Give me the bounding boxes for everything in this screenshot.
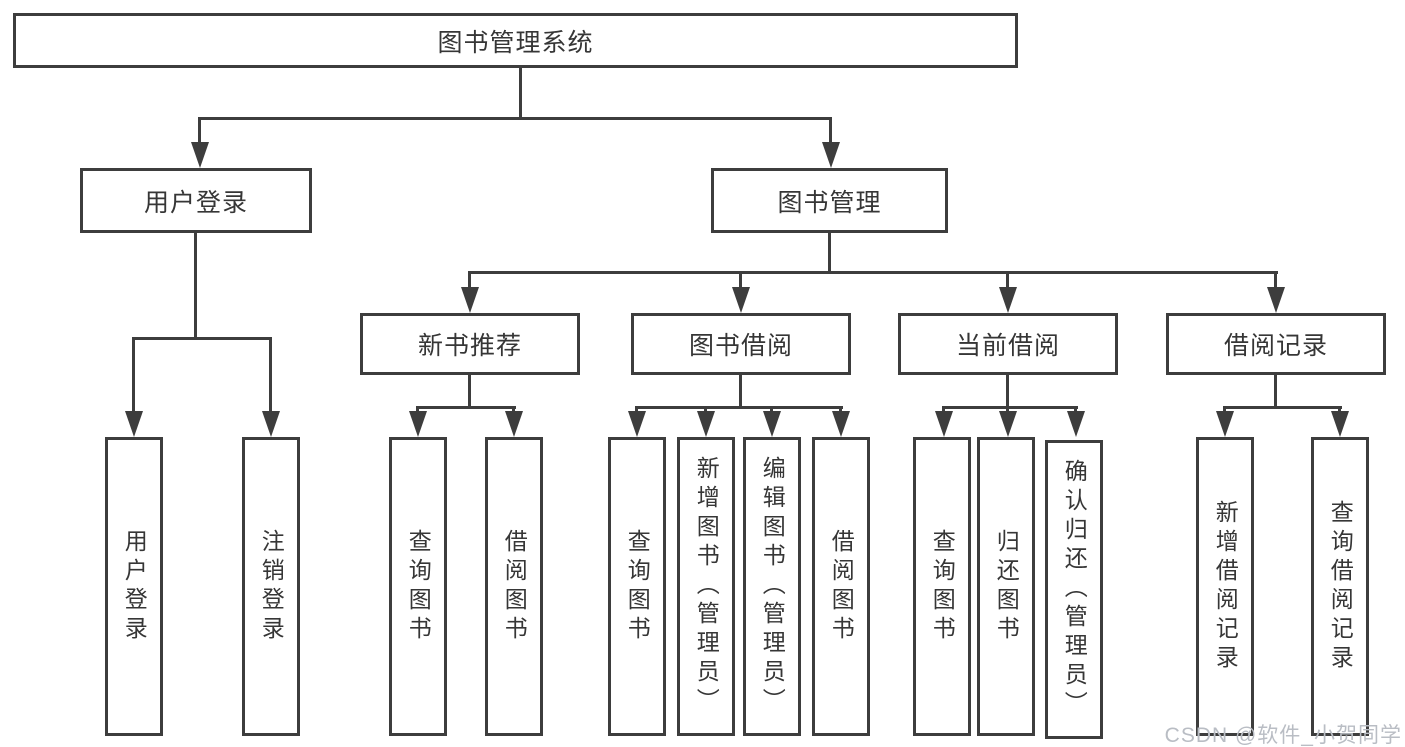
connector-user-login-stem: [194, 233, 197, 340]
connector-arrow-stem: [739, 271, 742, 293]
arrow-down-icon: [262, 411, 280, 437]
connector-arrow-stem: [1274, 271, 1277, 293]
node-book-management: 图书管理: [711, 168, 948, 233]
arrow-down-icon: [409, 411, 427, 437]
leaf-borrow-books: 借阅图书: [812, 437, 870, 736]
node-label: 图书借阅: [688, 332, 793, 360]
leaf-label: 确认归还（管理员）: [1061, 459, 1088, 720]
leaf-add-borrow-record: 新增借阅记录: [1196, 437, 1254, 736]
connector-group-stem: [468, 375, 471, 409]
connector-group-hline: [1223, 406, 1342, 409]
node-user-login: 用户登录: [80, 168, 312, 233]
node-label: 用户登录: [143, 188, 248, 217]
node-label: 新书推荐: [417, 332, 522, 360]
leaf-label: 归还图书: [993, 528, 1020, 645]
arrow-down-icon: [628, 411, 646, 437]
arrow-down-icon: [1267, 287, 1285, 313]
leaf-query-borrow-record: 查询借阅记录: [1311, 437, 1369, 736]
connector-group-hline: [635, 406, 843, 409]
connector-group-stem: [739, 375, 742, 409]
node-borrow-records: 借阅记录: [1166, 313, 1386, 375]
arrow-down-icon: [1216, 411, 1234, 437]
leaf-query-books-current: 查询图书: [913, 437, 971, 736]
connector-arrow-stem: [829, 117, 832, 147]
arrow-down-icon: [125, 411, 143, 437]
connector-arrow-stem: [132, 337, 135, 417]
leaf-edit-book-admin: 编辑图书（管理员）: [743, 437, 801, 736]
connector-level1-hline: [198, 117, 832, 120]
leaf-label: 用户登录: [121, 528, 148, 645]
arrow-down-icon: [935, 411, 953, 437]
leaf-label: 新增图书（管理员）: [693, 456, 720, 717]
connector-book-management-stem: [828, 233, 831, 274]
leaf-query-books-recommend: 查询图书: [389, 437, 447, 736]
arrow-down-icon: [1331, 411, 1349, 437]
leaf-add-book-admin: 新增图书（管理员）: [677, 437, 735, 736]
leaf-query-books-borrow: 查询图书: [608, 437, 666, 736]
leaf-label: 查询图书: [624, 528, 651, 645]
csdn-watermark: CSDN @软件_小贺同学: [1164, 724, 1402, 747]
leaf-label: 借阅图书: [828, 528, 855, 645]
leaf-user-login: 用户登录: [105, 437, 163, 736]
leaf-logout: 注销登录: [242, 437, 300, 736]
leaf-label: 注销登录: [258, 528, 285, 645]
arrow-down-icon: [191, 142, 209, 168]
leaf-label: 新增借阅记录: [1212, 499, 1239, 674]
node-book-borrow: 图书借阅: [631, 313, 851, 375]
connector-arrow-stem: [269, 337, 272, 417]
node-new-book-recommend: 新书推荐: [360, 313, 580, 375]
node-label: 图书管理系统: [437, 28, 594, 57]
leaf-return-books: 归还图书: [977, 437, 1035, 736]
connector-group-stem: [1006, 375, 1009, 409]
connector-group-hline: [416, 406, 516, 409]
connector-arrow-stem: [198, 117, 201, 147]
arrow-down-icon: [999, 287, 1017, 313]
connector-level2-hline: [468, 271, 1278, 274]
node-library-management-system: 图书管理系统: [13, 13, 1018, 68]
arrow-down-icon: [461, 287, 479, 313]
arrow-down-icon: [505, 411, 523, 437]
node-label: 借阅记录: [1223, 332, 1328, 360]
leaf-label: 编辑图书（管理员）: [759, 456, 786, 717]
arrow-down-icon: [999, 411, 1017, 437]
arrow-down-icon: [822, 142, 840, 168]
arrow-down-icon: [832, 411, 850, 437]
arrow-down-icon: [697, 411, 715, 437]
node-label: 图书管理: [777, 188, 882, 217]
leaf-label: 查询图书: [405, 528, 432, 645]
leaf-confirm-return-admin: 确认归还（管理员）: [1045, 440, 1103, 739]
connector-group-stem: [1274, 375, 1277, 409]
leaf-label: 查询借阅记录: [1327, 499, 1354, 674]
node-label: 当前借阅: [955, 332, 1060, 360]
connector-arrow-stem: [1006, 271, 1009, 293]
connector-root-stem: [519, 65, 522, 119]
connector-group-hline: [942, 406, 1078, 409]
node-current-borrow: 当前借阅: [898, 313, 1118, 375]
connector-user-login-hline: [132, 337, 272, 340]
arrow-down-icon: [763, 411, 781, 437]
leaf-borrow-books-recommend: 借阅图书: [485, 437, 543, 736]
leaf-label: 借阅图书: [501, 528, 528, 645]
connector-arrow-stem: [468, 271, 471, 293]
arrow-down-icon: [732, 287, 750, 313]
leaf-label: 查询图书: [929, 528, 956, 645]
arrow-down-icon: [1067, 411, 1085, 437]
